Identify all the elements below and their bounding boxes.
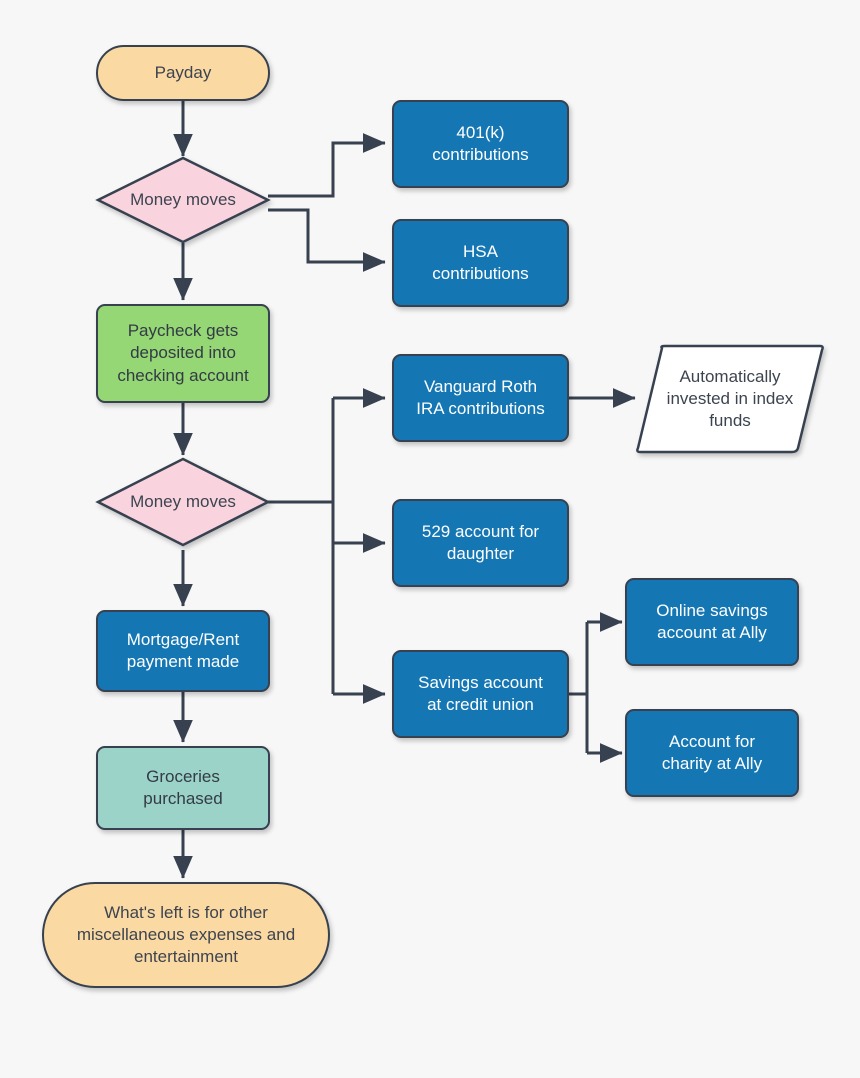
node-mortgage-rent-label: Mortgage/Rent payment made bbox=[126, 629, 240, 671]
node-mortgage-rent[interactable]: Mortgage/Rent payment made bbox=[96, 610, 270, 692]
node-paycheck-deposited-label: Paycheck gets deposited into checking ac… bbox=[117, 321, 249, 385]
edge-money-moves-1-to-hsa bbox=[268, 208, 386, 272]
node-money-moves-1[interactable]: Money moves bbox=[95, 156, 271, 244]
diamond-shape-2 bbox=[95, 457, 271, 547]
node-online-savings-ally-label: Online savings account at Ally bbox=[656, 600, 768, 642]
node-payday[interactable]: Payday bbox=[96, 45, 270, 101]
node-money-moves-1-label: Money moves bbox=[130, 190, 236, 209]
node-529-account[interactable]: 529 account for daughter bbox=[392, 499, 569, 587]
node-401k-contributions[interactable]: 401(k) contributions bbox=[392, 100, 569, 188]
node-groceries[interactable]: Groceries purchased bbox=[96, 746, 270, 830]
node-whats-left[interactable]: What's left is for other miscellaneous e… bbox=[42, 882, 330, 988]
node-savings-credit-union[interactable]: Savings account at credit union bbox=[392, 650, 569, 738]
node-paycheck-deposited[interactable]: Paycheck gets deposited into checking ac… bbox=[96, 304, 270, 403]
node-groceries-label: Groceries purchased bbox=[143, 766, 223, 808]
node-hsa-contributions[interactable]: HSA contributions bbox=[392, 219, 569, 307]
node-index-funds[interactable]: Automatically invested in index funds bbox=[634, 344, 826, 454]
node-online-savings-ally[interactable]: Online savings account at Ally bbox=[625, 578, 799, 666]
node-savings-credit-union-label: Savings account at credit union bbox=[418, 672, 543, 714]
node-529-account-label: 529 account for daughter bbox=[421, 521, 540, 563]
node-charity-ally-label: Account for charity at Ally bbox=[661, 731, 763, 773]
node-charity-ally[interactable]: Account for charity at Ally bbox=[625, 709, 799, 797]
node-money-moves-2[interactable]: Money moves bbox=[95, 457, 271, 547]
diamond-shape-1 bbox=[95, 156, 271, 244]
node-vanguard-roth-ira-label: Vanguard Roth IRA contributions bbox=[416, 376, 545, 418]
node-payday-label: Payday bbox=[154, 62, 212, 82]
edge-money-moves-1-to-401k bbox=[268, 133, 386, 198]
node-whats-left-label: What's left is for other miscellaneous e… bbox=[76, 902, 296, 967]
node-hsa-contributions-label: HSA contributions bbox=[432, 241, 529, 283]
node-vanguard-roth-ira[interactable]: Vanguard Roth IRA contributions bbox=[392, 354, 569, 442]
parallelogram-shape bbox=[636, 344, 824, 454]
node-401k-contributions-label: 401(k) contributions bbox=[432, 122, 529, 164]
node-money-moves-2-label: Money moves bbox=[130, 492, 236, 511]
node-index-funds-label: Automatically invested in index funds bbox=[666, 366, 794, 431]
